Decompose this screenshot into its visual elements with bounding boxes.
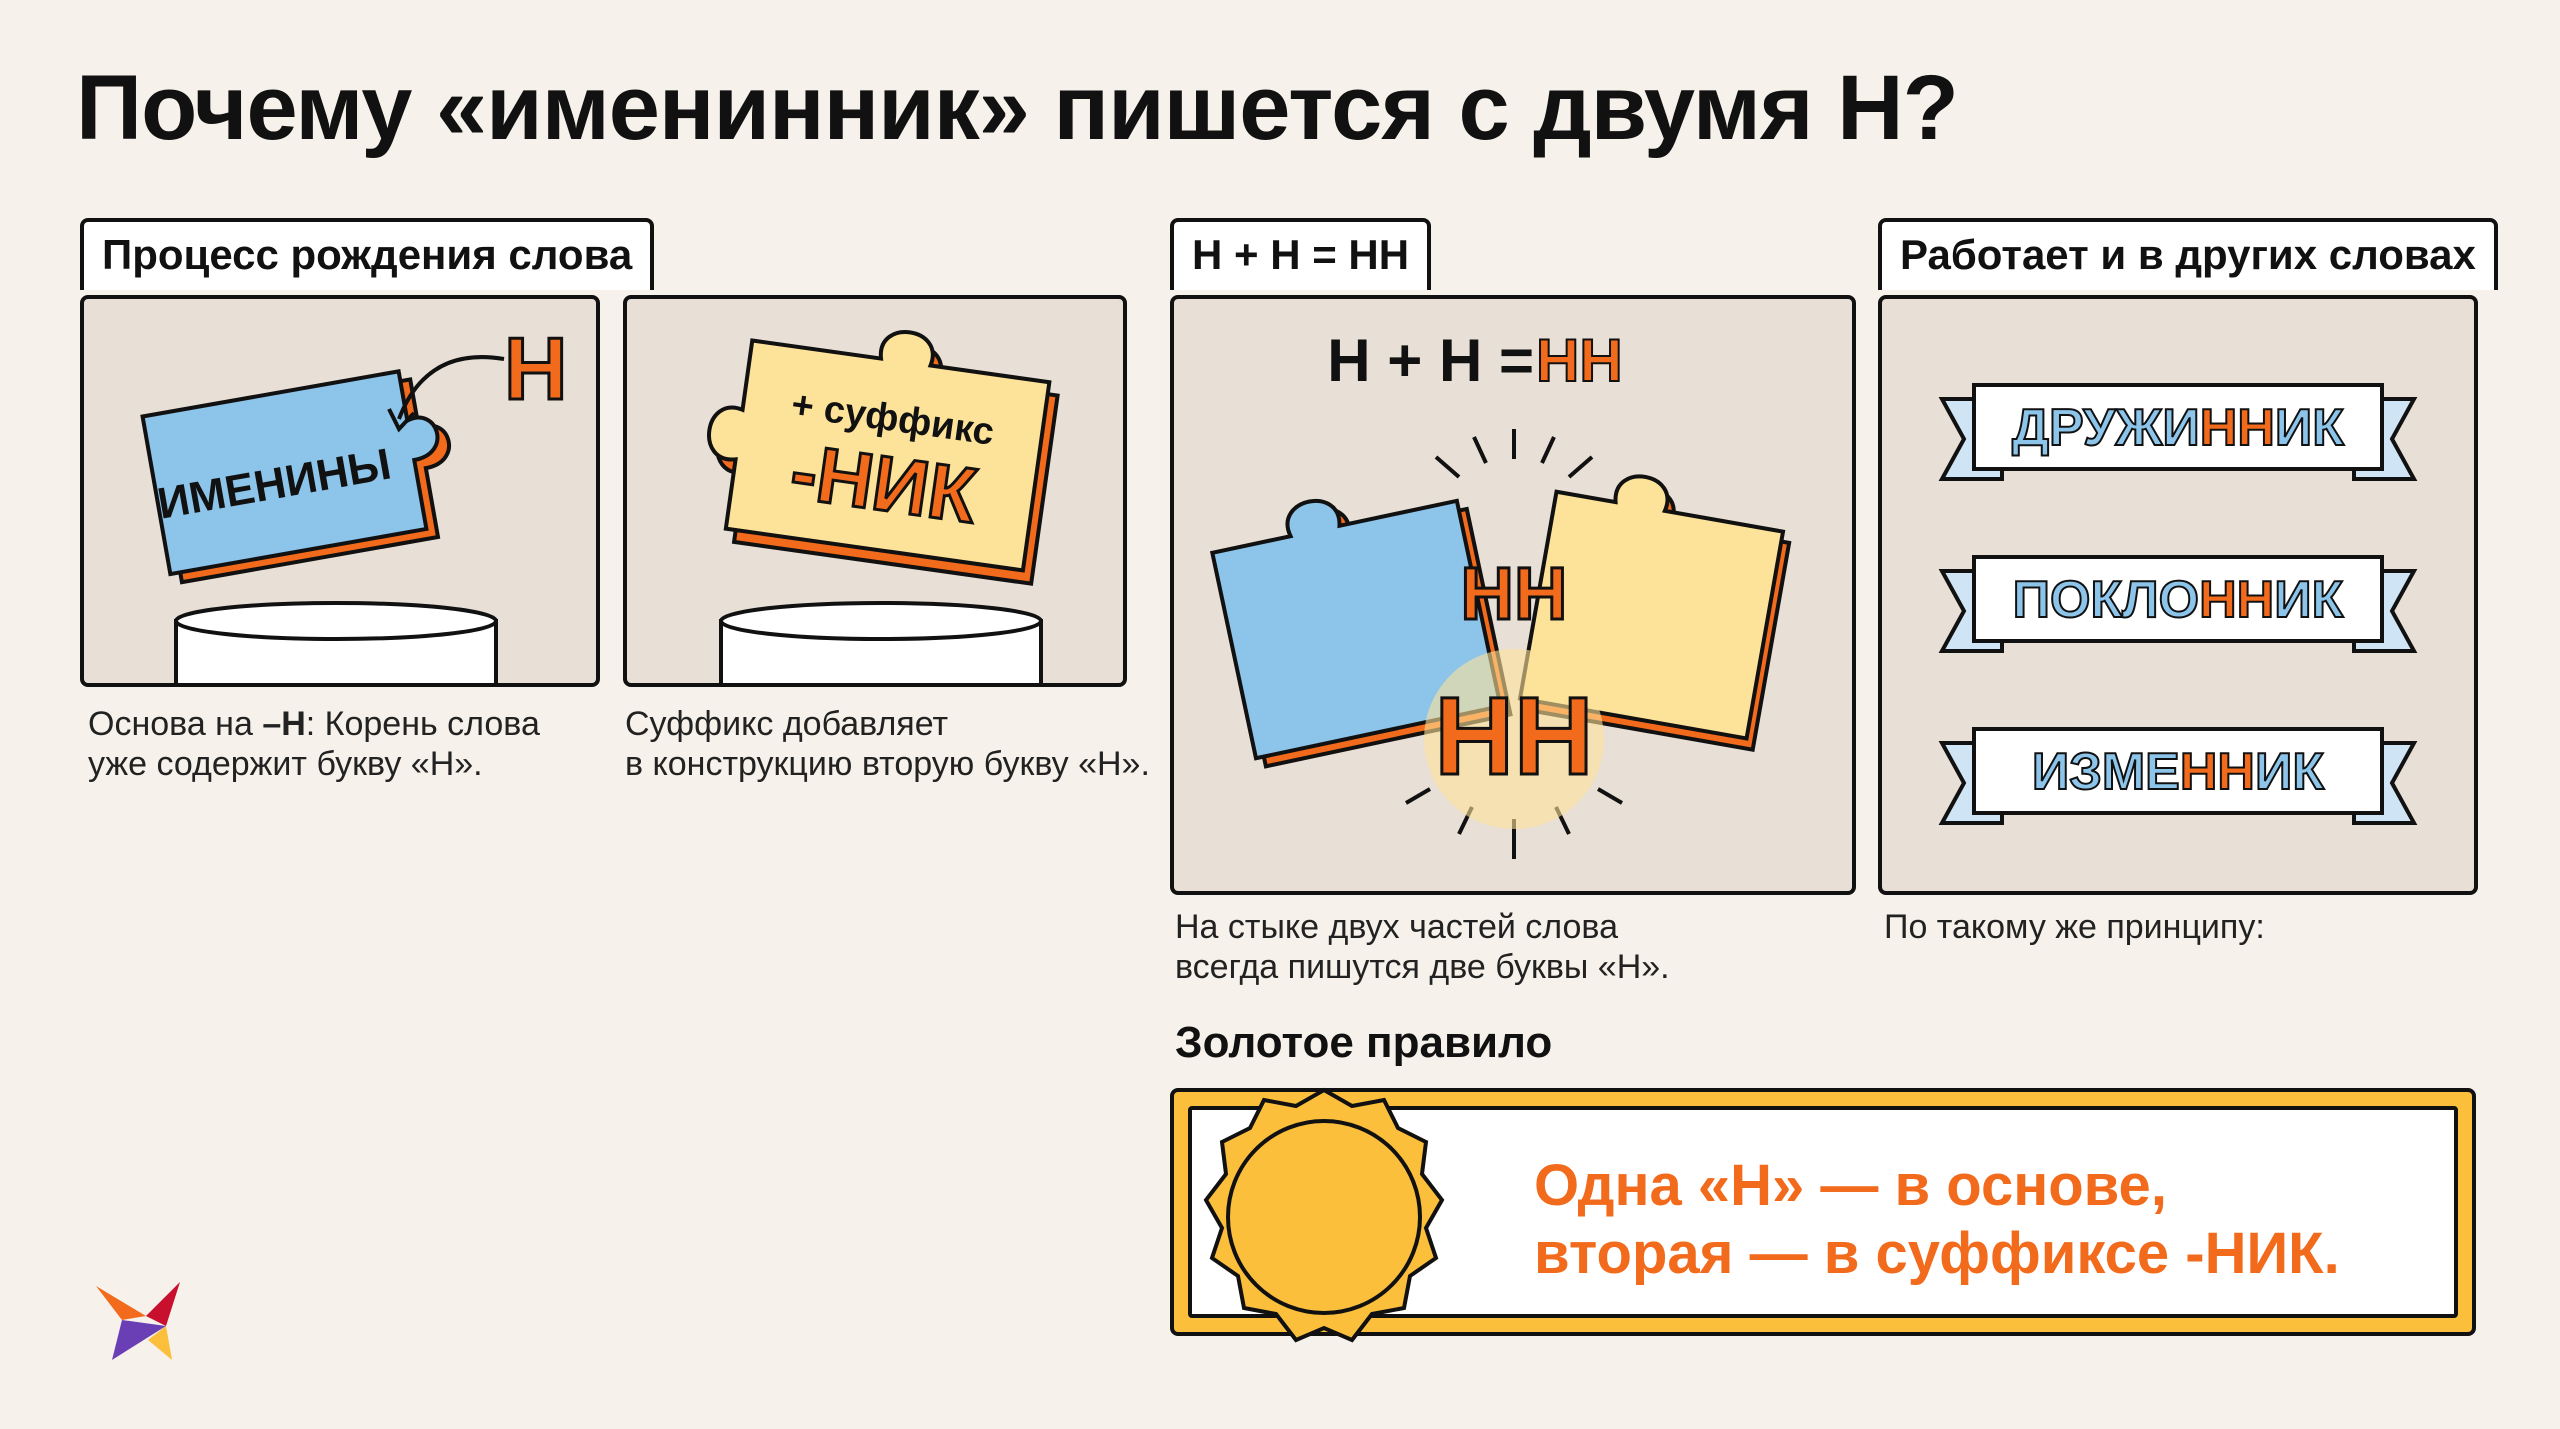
bird-logo-icon <box>96 1282 180 1360</box>
pedestal-icon <box>719 601 1043 683</box>
svg-text:ДРУЖИННИК: ДРУЖИННИК <box>2012 399 2344 457</box>
joined-nn-label: НН <box>1461 552 1568 635</box>
rule-text: Одна «Н» — в основе, вторая — в суффиксе… <box>1534 1153 2340 1286</box>
caption-equation: На стыке двух частей слова всегда пишутс… <box>1175 908 1670 986</box>
stem-illustration: ИМЕНИНЫ Н <box>140 318 569 683</box>
ribbons-illustration: ДРУЖИННИК ПОКЛОННИК ИЗМЕННИК <box>1938 383 2418 825</box>
ribbon-2: ПОКЛОННИК <box>1938 555 2418 653</box>
caption-other-words: По такому же принципу: <box>1884 908 2265 946</box>
letter-n: Н <box>504 319 568 418</box>
equation-left: Н + Н = <box>1327 327 1534 394</box>
glow-nn-label: НН <box>1435 675 1594 798</box>
gold-medal-icon <box>1203 1087 1445 1343</box>
tab-other-words: Работает и в других словах <box>1878 218 2498 290</box>
caption-stem: Основа на –Н: Корень слова уже содержит … <box>88 705 540 783</box>
blue-puzzle-piece: ИМЕНИНЫ <box>140 369 452 585</box>
glow-icon <box>1424 649 1604 829</box>
pedestal-icon <box>174 601 498 683</box>
rule-heading: Золотое правило <box>1175 1018 1553 1067</box>
panel-other-words: ДРУЖИННИК ПОКЛОННИК ИЗМЕННИК <box>1878 295 2478 895</box>
caption-suffix: Суффикс добавляет в конструкцию вторую б… <box>625 705 1150 783</box>
yellow-puzzle-half <box>1517 474 1792 753</box>
tab-equation: Н + Н = НН <box>1170 218 1432 290</box>
equation-right: НН <box>1536 327 1623 394</box>
svg-text:ИЗМЕННИК: ИЗМЕННИК <box>2032 743 2324 801</box>
ribbon-1: ДРУЖИННИК <box>1938 383 2418 481</box>
equation-illustration: Н + Н = НН НН НН <box>1209 326 1792 859</box>
arrow-icon <box>397 355 505 420</box>
svg-text:ПОКЛОННИК: ПОКЛОННИК <box>2013 571 2344 629</box>
tab-birth-process: Процесс рождения слова <box>80 218 655 290</box>
panel-stem: ИМЕНИНЫ Н <box>80 295 600 687</box>
yellow-puzzle-piece: + суффикс -НИК <box>707 330 1060 586</box>
panel-suffix: + суффикс -НИК <box>623 295 1127 687</box>
ribbon-3: ИЗМЕННИК <box>1938 727 2418 825</box>
panel-equation: Н + Н = НН НН НН <box>1170 295 1856 895</box>
suffix-illustration: + суффикс -НИК <box>707 330 1060 683</box>
rule-box: Одна «Н» — в основе, вторая — в суффиксе… <box>1170 1087 2476 1343</box>
page-title: Почему «именинник» пишется с двумя Н? <box>76 57 1959 159</box>
